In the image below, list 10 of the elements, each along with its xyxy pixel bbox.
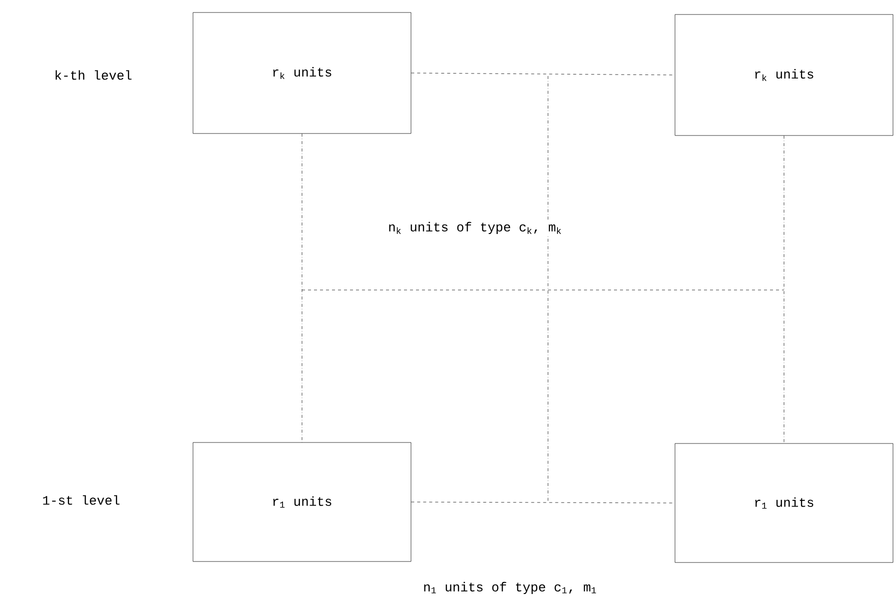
level-label: 1-st level: [43, 495, 120, 505]
annotation: n$_{k}$ units of type c$_{k}$, m$_{k}$: [386, 220, 564, 236]
unit-box: r$_{1}$ units: [674, 443, 894, 563]
unit-box: r$_{k}$ units: [192, 12, 412, 134]
level-label: k-th level: [56, 70, 132, 80]
unit-box: r$_{k}$ units: [674, 14, 894, 136]
connector-line: [411, 502, 675, 504]
annotation: n$_{1}$ units of type c$_{1}$, m$_{1}$: [421, 580, 599, 596]
unit-box: r$_{1}$ units: [192, 442, 412, 562]
connector-line: [411, 72, 675, 76]
